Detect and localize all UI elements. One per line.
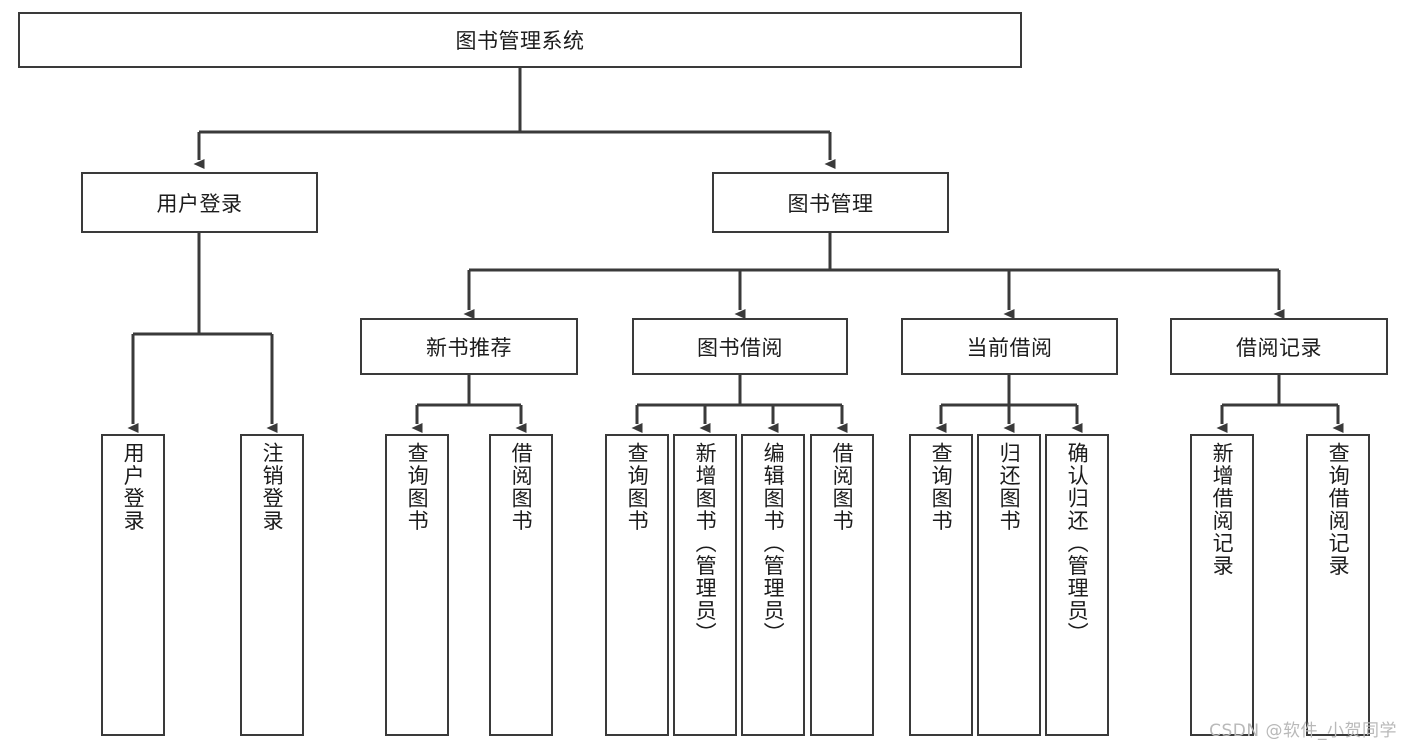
leaf-borrow-book-recommend[interactable]: 借阅图书 <box>489 434 553 736</box>
leaf-query-borrow-record[interactable]: 查询借阅记录 <box>1306 434 1370 736</box>
node-label: 查询借阅记录 <box>1326 442 1351 577</box>
node-label: 查询图书 <box>625 442 650 532</box>
leaf-query-book-current[interactable]: 查询图书 <box>909 434 973 736</box>
leaf-query-book-borrow[interactable]: 查询图书 <box>605 434 669 736</box>
node-user-login[interactable]: 用户登录 <box>81 172 318 233</box>
node-label: 新增图书（管理员） <box>693 442 718 645</box>
node-label: 归还图书 <box>997 442 1022 532</box>
node-label: 借阅记录 <box>1236 335 1322 360</box>
node-label: 注销登录 <box>260 442 285 532</box>
node-book-borrow[interactable]: 图书借阅 <box>632 318 848 375</box>
csdn-watermark: CSDN @软件_小贺同学 <box>1209 721 1397 741</box>
node-label: 新书推荐 <box>426 335 512 360</box>
node-label: 新增借阅记录 <box>1210 442 1235 577</box>
leaf-add-book-admin[interactable]: 新增图书（管理员） <box>673 434 737 736</box>
leaf-borrow-book[interactable]: 借阅图书 <box>810 434 874 736</box>
leaf-return-book[interactable]: 归还图书 <box>977 434 1041 736</box>
node-root-book-management-system[interactable]: 图书管理系统 <box>18 12 1022 68</box>
node-label: 图书借阅 <box>697 335 783 360</box>
node-label: 用户登录 <box>121 442 146 532</box>
node-label: 查询图书 <box>929 442 954 532</box>
node-new-book-recommend[interactable]: 新书推荐 <box>360 318 578 375</box>
leaf-query-book-recommend[interactable]: 查询图书 <box>385 434 449 736</box>
leaf-add-borrow-record[interactable]: 新增借阅记录 <box>1190 434 1254 736</box>
node-label: 当前借阅 <box>966 335 1053 360</box>
node-label: 编辑图书（管理员） <box>761 442 786 645</box>
leaf-user-login[interactable]: 用户登录 <box>101 434 165 736</box>
node-label: 用户登录 <box>156 191 243 216</box>
leaf-confirm-return-admin[interactable]: 确认归还（管理员） <box>1045 434 1109 736</box>
leaf-user-logout[interactable]: 注销登录 <box>240 434 304 736</box>
node-current-borrow[interactable]: 当前借阅 <box>901 318 1118 375</box>
node-book-management[interactable]: 图书管理 <box>712 172 949 233</box>
leaf-edit-book-admin[interactable]: 编辑图书（管理员） <box>741 434 805 736</box>
node-borrow-record[interactable]: 借阅记录 <box>1170 318 1388 375</box>
node-label: 查询图书 <box>405 442 430 532</box>
node-label: 确认归还（管理员） <box>1065 442 1090 645</box>
node-label: 借阅图书 <box>509 442 534 532</box>
node-label: 图书管理系统 <box>455 29 585 53</box>
node-label: 图书管理 <box>787 191 874 216</box>
node-label: 借阅图书 <box>830 442 855 532</box>
